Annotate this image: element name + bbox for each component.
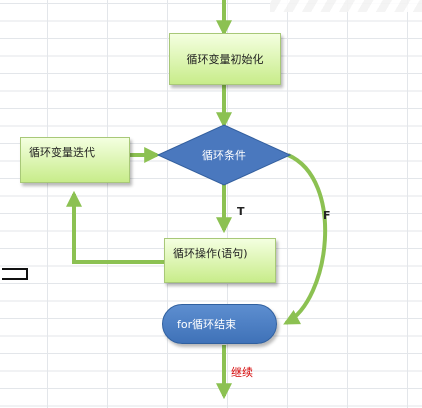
terminator-end-label: for循环结束 <box>177 318 237 331</box>
process-iterate: 循环变量迭代 <box>20 137 130 183</box>
process-init-label: 循环变量初始化 <box>186 53 264 66</box>
edge-label-false: F <box>323 209 331 222</box>
arrow-operation-to-iterate <box>66 190 164 264</box>
decision-condition-label: 循环条件 <box>202 149 246 162</box>
process-iterate-label: 循环变量迭代 <box>29 146 95 159</box>
top-edge-shading <box>270 0 422 12</box>
decision-diamond <box>156 124 292 186</box>
edge-label-true: T <box>237 205 245 218</box>
process-operation-label: 循环操作(语句) <box>173 247 248 260</box>
process-init: 循环变量初始化 <box>169 33 281 85</box>
arrow-condition-to-end <box>283 153 328 325</box>
cell-selection-mark <box>2 268 28 280</box>
terminator-end: for循环结束 <box>162 304 277 344</box>
edge-label-continue: 继续 <box>231 366 253 379</box>
decision-condition-label-wrap: 循环条件 <box>158 145 290 165</box>
process-operation: 循环操作(语句) <box>164 238 276 283</box>
